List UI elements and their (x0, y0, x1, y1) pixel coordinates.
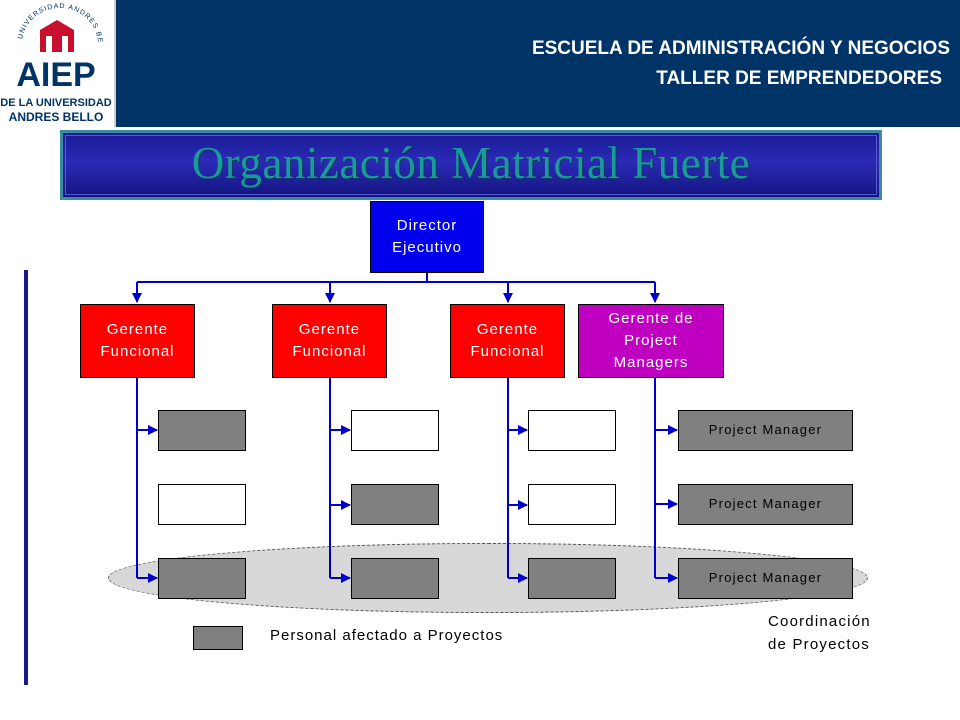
svg-text:ANDRES BELLO: ANDRES BELLO (9, 110, 104, 124)
staff-box-c3-r2 (528, 484, 616, 525)
staff-box-c1-r2 (158, 484, 246, 525)
project-manager-node-3: Project Manager (678, 558, 853, 599)
manager-3-label: Gerente Funcional (470, 321, 545, 360)
pm-3-label: Project Manager (708, 570, 823, 586)
svg-text:DE LA UNIVERSIDAD: DE LA UNIVERSIDAD (0, 97, 111, 109)
staff-box-c3-r1 (528, 410, 616, 451)
functional-manager-node-1: Gerente Funcional (80, 304, 195, 378)
staff-box-c2-r1 (351, 410, 439, 451)
pm-2-label: Project Manager (708, 496, 823, 512)
header-banner: UNIVERSIDAD ANDRES BELLO AIEP DE LA UNIV… (0, 0, 960, 127)
staff-box-c2-r3 (351, 558, 439, 599)
aiep-logo-graphic: UNIVERSIDAD ANDRES BELLO AIEP DE LA UNIV… (0, 0, 112, 124)
staff-box-c3-r3 (528, 558, 616, 599)
title-bar: Organización Matricial Fuerte (60, 130, 882, 200)
staff-box-c2-r2 (351, 484, 439, 525)
manager-2-label: Gerente Funcional (292, 321, 367, 360)
director-label: Director Ejecutivo (392, 217, 462, 256)
pm-manager-node: Gerente de Project Managers (578, 304, 724, 378)
aiep-logo: UNIVERSIDAD ANDRES BELLO AIEP DE LA UNIV… (0, 0, 114, 127)
staff-box-c1-r3 (158, 558, 246, 599)
course-name: TALLER DE EMPRENDEDORES (656, 68, 942, 89)
left-accent-rule (24, 270, 28, 685)
pm-manager-label: Gerente de Project Managers (608, 310, 694, 371)
legend-swatch (193, 626, 243, 650)
functional-manager-node-2: Gerente Funcional (272, 304, 387, 378)
functional-manager-node-3: Gerente Funcional (450, 304, 565, 378)
project-manager-node-1: Project Manager (678, 410, 853, 451)
manager-1-label: Gerente Funcional (100, 321, 175, 360)
svg-text:AIEP: AIEP (16, 56, 95, 94)
school-name: ESCUELA DE ADMINISTRACIÓN Y NEGOCIOS (531, 38, 950, 59)
coordination-label: Coordinación de Proyectos (768, 613, 871, 653)
logo-separator (114, 0, 116, 127)
project-manager-node-2: Project Manager (678, 484, 853, 525)
legend-label: Personal afectado a Proyectos (270, 627, 504, 644)
pm-1-label: Project Manager (708, 422, 823, 438)
director-node: Director Ejecutivo (370, 201, 484, 273)
staff-box-c1-r1 (158, 410, 246, 451)
